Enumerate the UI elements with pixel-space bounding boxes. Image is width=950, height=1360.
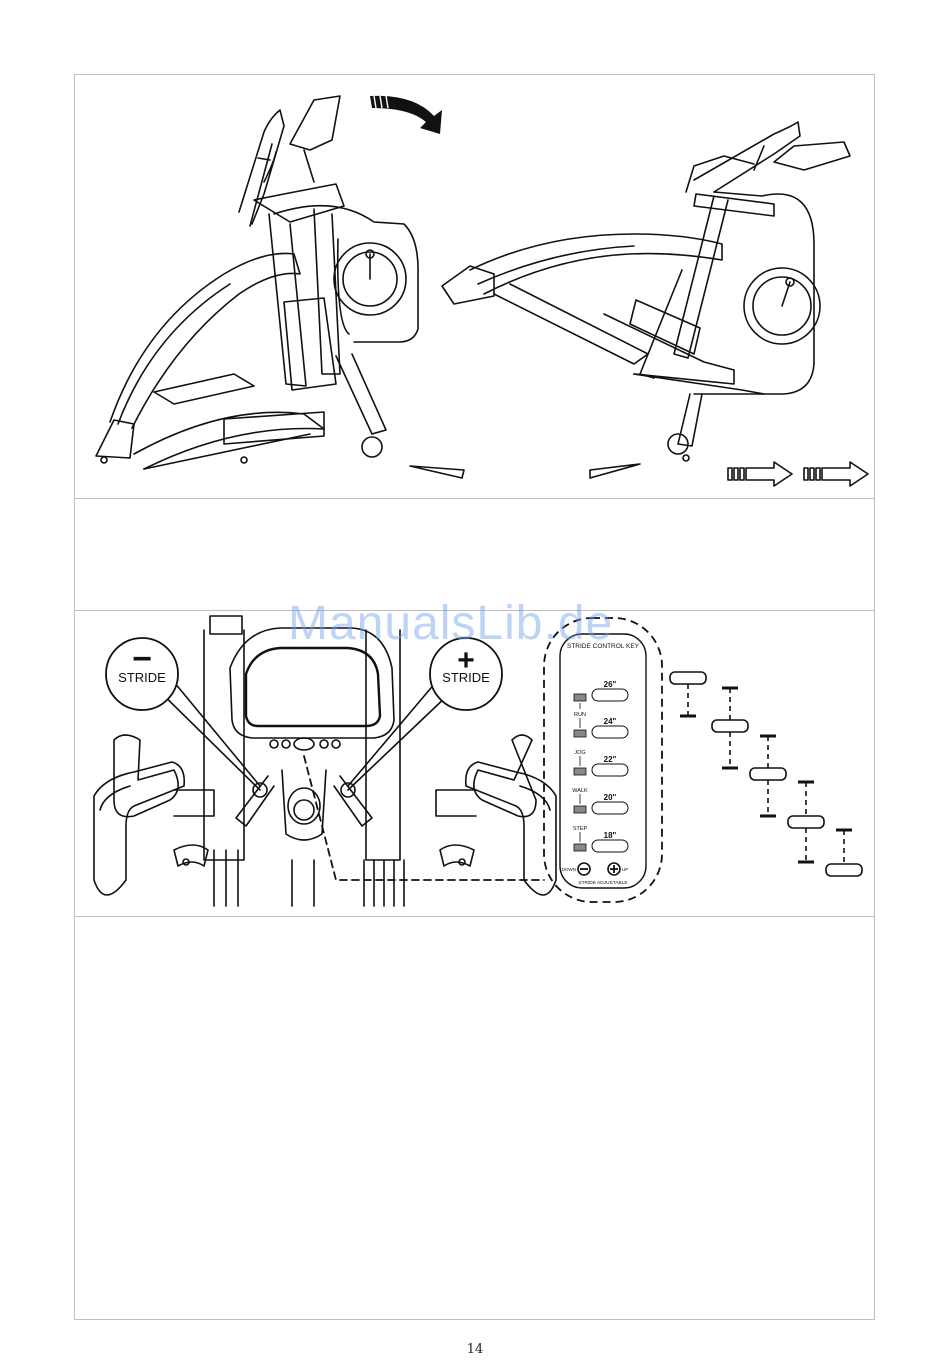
stride-down-button-callout: − STRIDE (106, 638, 178, 710)
stride-down-label: STRIDE (118, 670, 166, 685)
mode-walk: WALK (572, 788, 588, 794)
divider-1 (74, 498, 875, 499)
left-handlebar (94, 735, 214, 895)
watermark: ManualsLib.de (288, 596, 613, 651)
svg-text:26": 26" (604, 680, 617, 689)
stride-control-key: STRIDE CONTROL KEY 26" RUN 24" JOG 22" W… (544, 618, 662, 902)
svg-text:22": 22" (604, 755, 617, 764)
ground-wedge-right (590, 464, 640, 478)
down-label: DOWN (562, 867, 576, 872)
stride-key-footer: STRIDE ADJUSTABLE (578, 880, 627, 886)
up-label: UP (622, 867, 628, 872)
machine-upright (96, 96, 418, 469)
svg-text:18": 18" (604, 831, 617, 840)
svg-text:24": 24" (604, 717, 617, 726)
ground-wedge-left (410, 466, 464, 478)
mode-jog: JOG (574, 750, 585, 756)
divider-3 (74, 916, 875, 917)
right-handlebar (436, 735, 556, 895)
pedal-20 (788, 782, 824, 862)
pedal-positions-diagram (670, 672, 862, 876)
pedal-22 (750, 736, 786, 816)
pedal-24 (712, 688, 748, 768)
pedal-26 (670, 672, 706, 716)
machine-folded (442, 122, 850, 461)
page-number: 14 (0, 1342, 950, 1357)
mode-step: STEP (573, 826, 588, 832)
rotate-arrow-icon (370, 96, 442, 134)
folding-illustration (74, 74, 875, 498)
stride-up-label: STRIDE (442, 670, 490, 685)
pedal-18 (826, 830, 862, 876)
push-arrows (728, 462, 868, 486)
svg-text:20": 20" (604, 793, 617, 802)
mode-run: RUN (574, 712, 586, 718)
console-front-view (204, 616, 404, 906)
stride-illustration: − STRIDE + STRIDE STRIDE CONTROL KEY 26"… (74, 610, 875, 916)
